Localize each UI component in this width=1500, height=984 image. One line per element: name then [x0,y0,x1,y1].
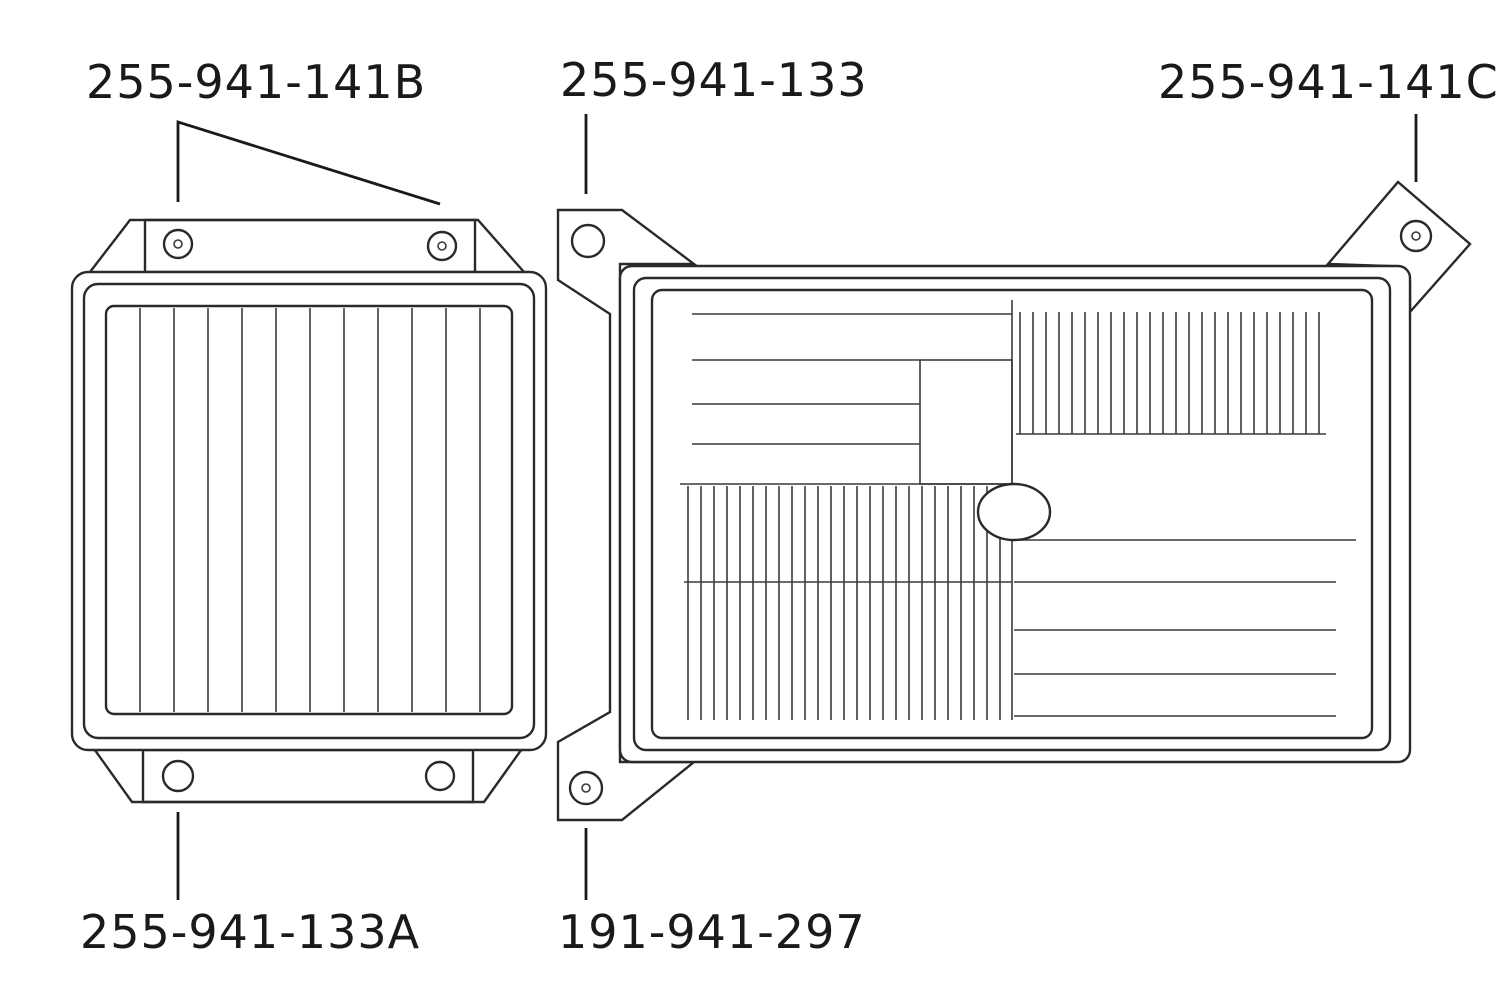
part-label-left-bottom: 255-941-133A [80,905,420,959]
center-mounting-bracket [556,208,698,822]
part-label-center-bottom: 191-941-297 [558,905,866,959]
right-control-unit [618,180,1472,764]
part-label-right-top: 255-941-141C [1158,55,1499,109]
part-label-center-top: 255-941-133 [560,53,868,107]
part-label-left-top: 255-941-141B [86,55,426,109]
leader-lines [176,114,1418,900]
left-control-unit [70,218,548,804]
